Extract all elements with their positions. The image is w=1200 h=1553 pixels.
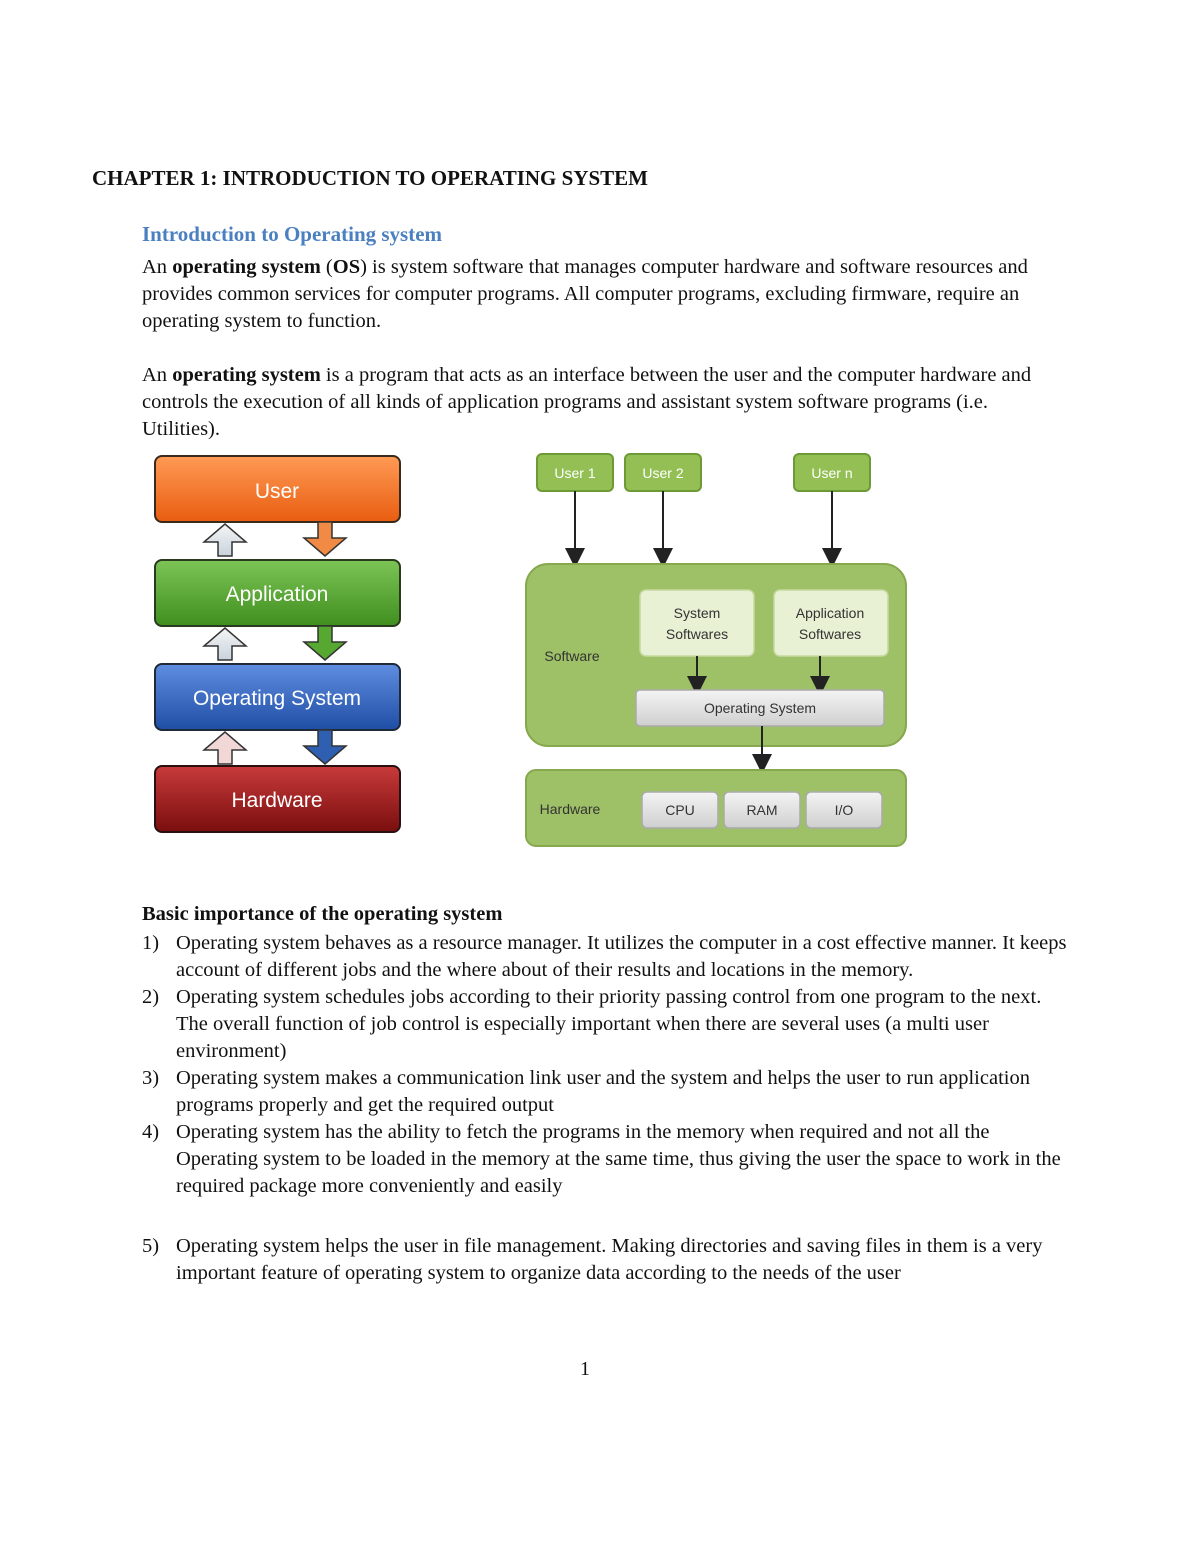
- system-softwares-line2: Softwares: [666, 626, 728, 642]
- paragraph-os-definition: An operating system (OS) is system softw…: [142, 254, 1062, 335]
- importance-list: 1) Operating system behaves as a resourc…: [142, 930, 1072, 1287]
- system-diagram: User 1 User 2 User n Software System Sof…: [525, 453, 907, 847]
- list-item: 5) Operating system helps the user in fi…: [142, 1233, 1072, 1287]
- list-item: 4) Operating system has the ability to f…: [142, 1119, 1072, 1200]
- text-run: (: [320, 256, 333, 278]
- list-number: 1): [142, 932, 160, 954]
- bold-term: operating system: [172, 364, 321, 386]
- list-number: 2): [142, 986, 160, 1008]
- list-text: Operating system helps the user in file …: [176, 1235, 1043, 1284]
- section-heading: Introduction to Operating system: [142, 222, 443, 246]
- hardware-layer-label: Hardware: [231, 789, 322, 812]
- list-number: 3): [142, 1067, 160, 1089]
- list-number: 4): [142, 1121, 160, 1143]
- text-run: is a program that acts as an interface b…: [142, 364, 1032, 440]
- user-layer-label: User: [255, 480, 299, 503]
- application-softwares-line1: Application: [796, 605, 865, 621]
- system-softwares-line1: System: [674, 605, 721, 621]
- system-softwares-box: [639, 589, 755, 657]
- page-number: 1: [580, 1358, 590, 1380]
- user-2-label: User 2: [642, 465, 683, 481]
- list-text: Operating system schedules jobs accordin…: [176, 986, 1042, 1062]
- cpu-box: [641, 791, 719, 829]
- bold-term: OS: [332, 256, 361, 278]
- arrow-down-icon: [301, 521, 349, 557]
- layer-diagram: User Application Operating System Hardwa…: [154, 455, 401, 833]
- hardware-label: Hardware: [540, 801, 601, 817]
- list-item: 2) Operating system schedules jobs accor…: [142, 984, 1072, 1065]
- application-softwares-box: [773, 589, 889, 657]
- user-layer: [154, 455, 401, 523]
- arrow-up-icon: [201, 731, 249, 765]
- list-text: Operating system behaves as a resource m…: [176, 932, 1067, 981]
- os-layer-label: Operating System: [193, 687, 361, 710]
- ram-box: [723, 791, 801, 829]
- application-layer: [154, 559, 401, 627]
- ram-label: RAM: [746, 802, 777, 818]
- operating-system-box: [635, 689, 885, 727]
- application-layer-label: Application: [226, 583, 329, 606]
- arrow-down-icon: [301, 729, 349, 765]
- importance-heading: Basic importance of the operating system: [142, 903, 503, 925]
- io-label: I/O: [835, 802, 854, 818]
- list-text: Operating system has the ability to fetc…: [176, 1121, 1061, 1197]
- cpu-label: CPU: [665, 802, 695, 818]
- arrow-up-icon: [201, 523, 249, 557]
- list-item: 1) Operating system behaves as a resourc…: [142, 930, 1072, 984]
- text-run: An: [142, 256, 173, 278]
- text-run: An: [142, 364, 173, 386]
- arrow-down-icon: [301, 625, 349, 661]
- operating-system-label: Operating System: [704, 700, 816, 716]
- list-number: 5): [142, 1235, 160, 1257]
- user-n-label: User n: [811, 465, 852, 481]
- os-layer: [154, 663, 401, 731]
- user-1-label: User 1: [554, 465, 595, 481]
- text-run: ) is system software that manages comput…: [142, 256, 1028, 332]
- application-softwares-line2: Softwares: [799, 626, 861, 642]
- list-text: Operating system makes a communication l…: [176, 1067, 1030, 1116]
- bold-term: operating system: [172, 256, 321, 278]
- io-box: [805, 791, 883, 829]
- arrow-up-icon: [201, 627, 249, 661]
- hardware-layer: [154, 765, 401, 833]
- chapter-title: CHAPTER 1: INTRODUCTION TO OPERATING SYS…: [92, 166, 648, 190]
- software-label: Software: [544, 648, 599, 664]
- list-item: 3) Operating system makes a communicatio…: [142, 1065, 1072, 1119]
- paragraph-os-interface: An operating system is a program that ac…: [142, 362, 1062, 443]
